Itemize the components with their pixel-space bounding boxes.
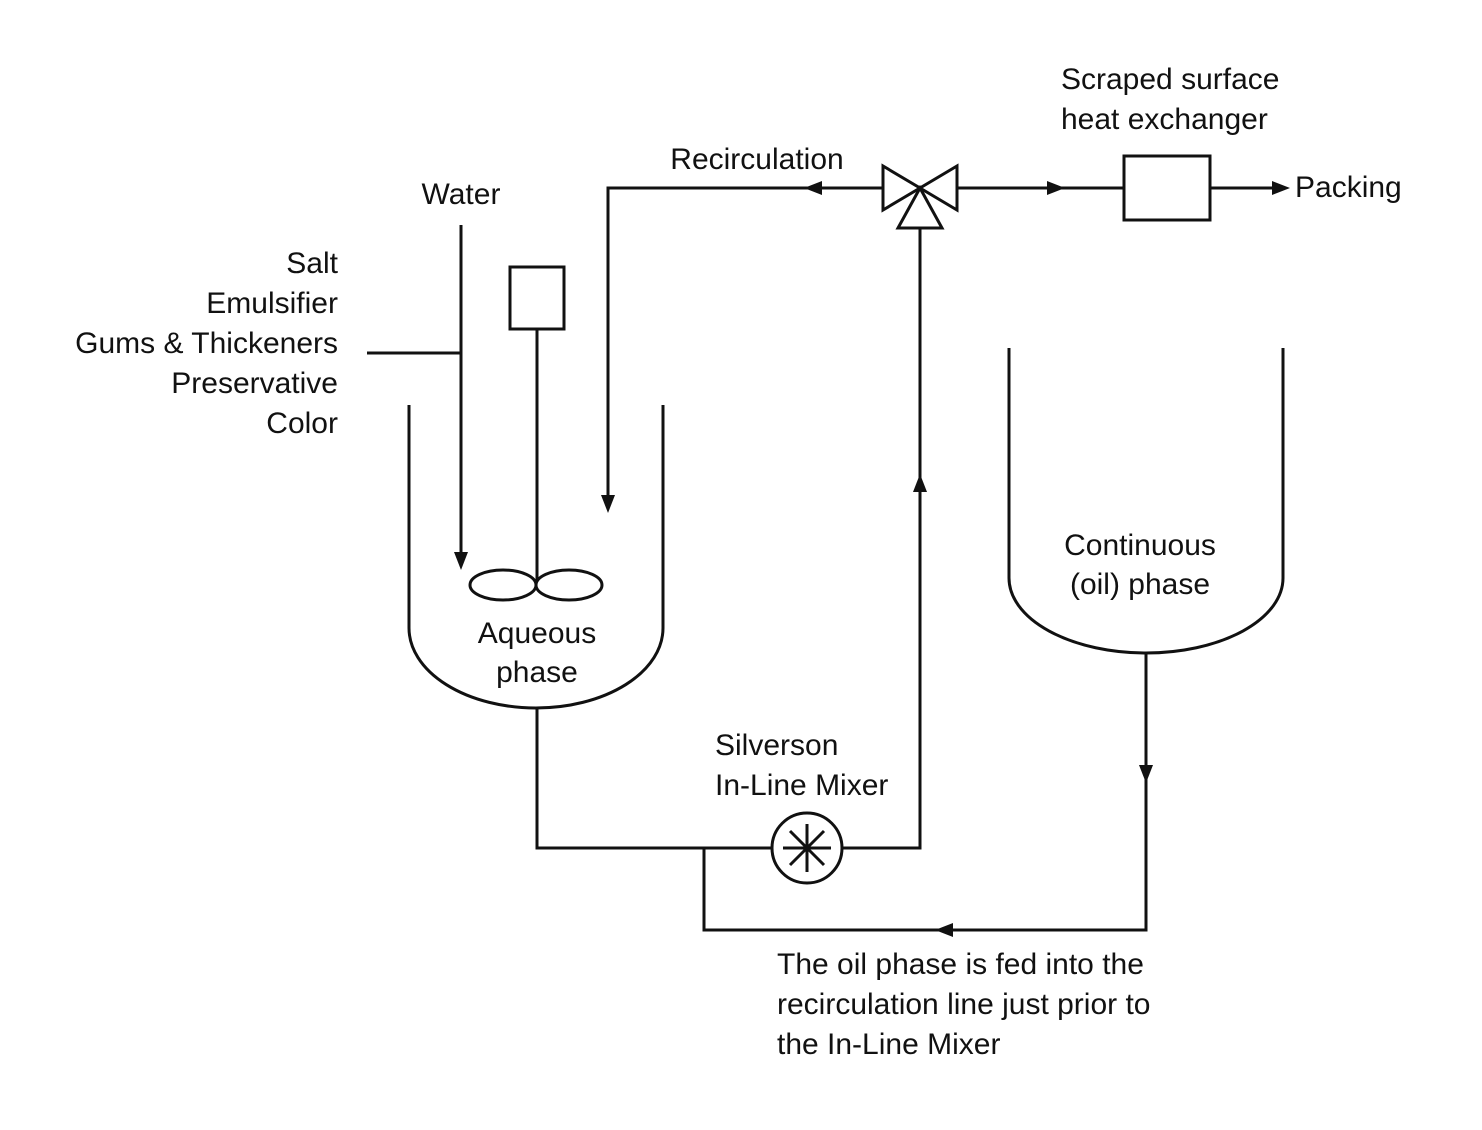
agitator-blade-left [468, 568, 538, 602]
aqueous-phase-label-line2: phase [496, 656, 578, 689]
packing-arrowhead [1272, 181, 1290, 195]
note-line3: the In-Line Mixer [777, 1028, 1000, 1061]
mixer-label-line1: Silverson [715, 729, 838, 762]
note-line2: recirculation line just prior to [777, 988, 1151, 1021]
recirculation-arrowhead-down [601, 495, 615, 513]
packing-label: Packing [1295, 171, 1402, 204]
heat-exchanger-label-line2: heat exchanger [1061, 103, 1268, 136]
water-label: Water [422, 178, 501, 211]
recirculation-arrowhead-left [804, 181, 822, 195]
continuous-phase-tank [1007, 348, 1285, 655]
ingredient-preservative-label: Preservative [171, 367, 338, 400]
mixer-label-line2: In-Line Mixer [715, 769, 888, 802]
agitator-blade-right [534, 568, 604, 602]
ingredient-gums-thickeners-label: Gums & Thickeners [75, 327, 338, 360]
continuous-phase-label-line2: (oil) phase [1070, 568, 1210, 601]
ingredients-label-group: Salt Emulsifier Gums & Thickeners Preser… [75, 247, 339, 440]
in-line-mixer-icon [770, 811, 844, 885]
mixer-to-valve-arrowhead [913, 474, 927, 492]
aqueous-phase-label-line1: Aqueous [478, 617, 596, 650]
note-line1: The oil phase is fed into the [777, 948, 1144, 981]
oil-feed-arrowhead-left [935, 923, 953, 937]
continuous-phase-label-line1: Continuous [1064, 529, 1216, 562]
ingredient-emulsifier-label: Emulsifier [206, 287, 338, 320]
agitator-motor [508, 265, 566, 331]
scraped-surface-heat-exchanger [1122, 154, 1212, 222]
recirculation-line [606, 186, 883, 495]
heat-exchanger-label-line1: Scraped surface [1061, 63, 1279, 96]
three-way-valve [881, 163, 959, 230]
oil-feed-arrowhead-down [1139, 765, 1153, 783]
recirculation-label: Recirculation [670, 143, 843, 176]
ingredient-salt-label: Salt [286, 247, 338, 280]
aqueous-outlet-line [535, 708, 772, 850]
water-inlet-arrowhead [454, 552, 468, 570]
oil-feed-line [702, 653, 1148, 932]
heat-exchanger-inlet-arrowhead [1047, 181, 1065, 195]
aqueous-phase-tank [407, 405, 665, 710]
mixer-to-valve-line [842, 228, 922, 850]
ingredient-color-label: Color [266, 407, 338, 440]
